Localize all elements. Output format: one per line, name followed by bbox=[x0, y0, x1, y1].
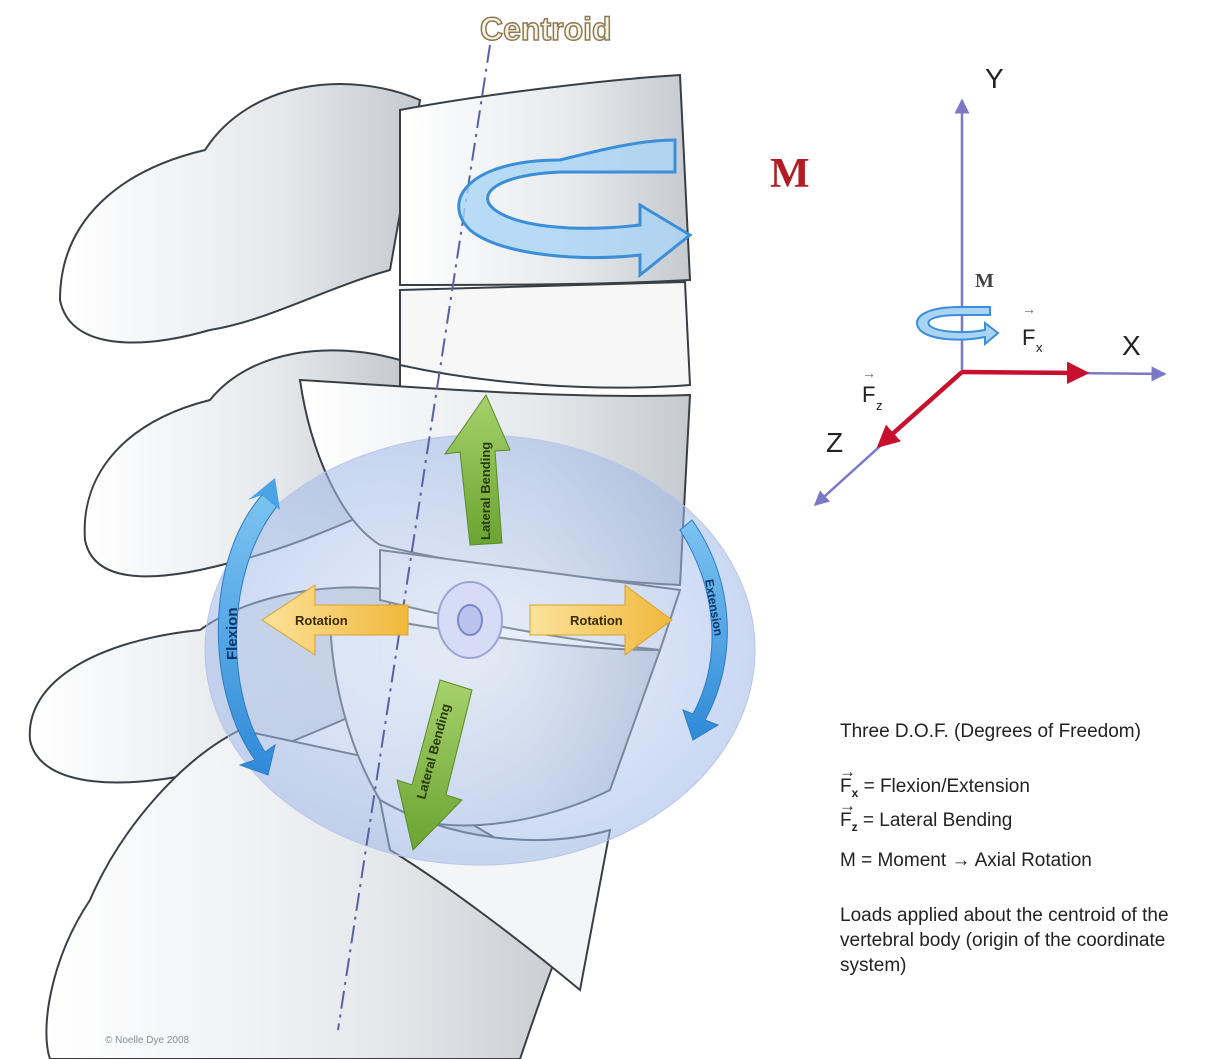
legend-fx-line: Fx = Flexion/Extension bbox=[840, 775, 1210, 801]
y-axis-label: Y bbox=[985, 63, 1004, 94]
z-axis-label: Z bbox=[826, 427, 843, 458]
moment-large-label: M bbox=[770, 151, 810, 197]
fz-label: → F z bbox=[862, 365, 883, 413]
x-axis-label: X bbox=[1122, 330, 1141, 361]
svg-text:F: F bbox=[1022, 325, 1035, 350]
legend-fx-text: = Flexion/Extension bbox=[858, 776, 1030, 797]
legend-fz-symbol: Fz bbox=[840, 809, 858, 835]
lateral-bending-top-label: Lateral Bending bbox=[478, 442, 493, 540]
moment-small-arrow bbox=[917, 307, 998, 344]
svg-text:z: z bbox=[876, 398, 883, 413]
legend-title: Three D.O.F. (Degrees of Freedom) bbox=[840, 720, 1210, 745]
svg-text:x: x bbox=[1036, 340, 1043, 355]
rotation-right-label: Rotation bbox=[570, 613, 623, 628]
svg-text:→: → bbox=[1022, 301, 1036, 317]
svg-text:F: F bbox=[862, 382, 875, 407]
disc-top bbox=[400, 282, 690, 388]
legend-panel: Three D.O.F. (Degrees of Freedom) Fx = F… bbox=[840, 720, 1210, 992]
centroid-marker bbox=[438, 582, 502, 658]
rotation-left-label: Rotation bbox=[295, 613, 348, 628]
legend-fz-line: Fz = Lateral Bending bbox=[840, 809, 1210, 835]
svg-text:→: → bbox=[862, 365, 876, 381]
legend-fz-text: = Lateral Bending bbox=[858, 810, 1013, 831]
fz-force-vector bbox=[880, 372, 962, 445]
centroid-title: Centroid bbox=[480, 11, 612, 47]
legend-note: Loads applied about the centroid of the … bbox=[840, 904, 1210, 978]
spinous-process-top bbox=[60, 84, 420, 342]
fx-label: → F x bbox=[1022, 301, 1043, 355]
legend-moment-line: M = Moment → Axial Rotation bbox=[840, 849, 1210, 874]
coordinate-system: Y X Z M → F x → F z bbox=[815, 63, 1165, 505]
flexion-label: Flexion bbox=[224, 607, 241, 660]
fx-force-vector bbox=[962, 372, 1085, 373]
copyright-text: © Noelle Dye 2008 bbox=[105, 1035, 190, 1046]
moment-small-label: M bbox=[975, 270, 994, 292]
